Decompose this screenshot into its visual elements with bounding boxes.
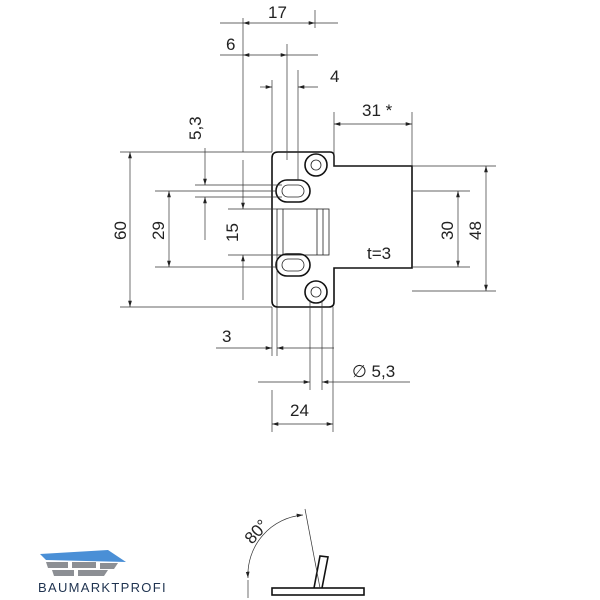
dim-15: 15 (223, 160, 277, 300)
slot-hole-top (275, 179, 311, 203)
dim-diameter-label: ∅ 5,3 (352, 362, 395, 381)
dim-4-label: 4 (330, 67, 339, 86)
round-hole-bottom (304, 280, 328, 304)
logo-roof-icon (40, 550, 126, 562)
dim-48-label: 48 (466, 221, 485, 240)
dim-60-label: 60 (111, 221, 130, 240)
thickness-label: t=3 (367, 244, 391, 263)
dim-4: 4 (260, 67, 339, 180)
dim-60: 60 (111, 151, 272, 308)
dim-29-label: 29 (149, 221, 168, 240)
dim-15-label: 15 (223, 223, 242, 242)
baumarktprofi-logo: BAUMARKTPROFI (38, 550, 167, 595)
dim-5-3-label: 5,3 (186, 116, 205, 140)
slot-hole-bottom (275, 253, 311, 277)
dim-3: 3 (216, 255, 334, 356)
dim-29: 29 (149, 190, 276, 268)
angle-label: 80° (241, 516, 272, 548)
dim-6: 6 (220, 35, 318, 160)
dim-24-label: 24 (290, 401, 309, 420)
round-hole-top (304, 153, 328, 177)
side-view: 80° (241, 508, 365, 598)
dim-5-3-vertical: 5,3 (186, 116, 282, 240)
dim-5-3-diameter: ∅ 5,3 (258, 300, 410, 390)
dim-31: 31 * (333, 101, 413, 166)
dim-48: 48 (412, 165, 496, 292)
mounting-plate (271, 151, 413, 308)
dim-31-label: 31 * (362, 101, 393, 120)
dim-6-label: 6 (226, 35, 235, 54)
dim-30-label: 30 (438, 221, 457, 240)
dim-24: 24 (271, 307, 334, 432)
dim-17-label: 17 (268, 3, 287, 22)
dim-30: 30 (412, 190, 470, 268)
logo-text: BAUMARKTPROFI (38, 580, 167, 595)
dim-17: 17 (220, 3, 338, 152)
dim-3-label: 3 (222, 327, 231, 346)
